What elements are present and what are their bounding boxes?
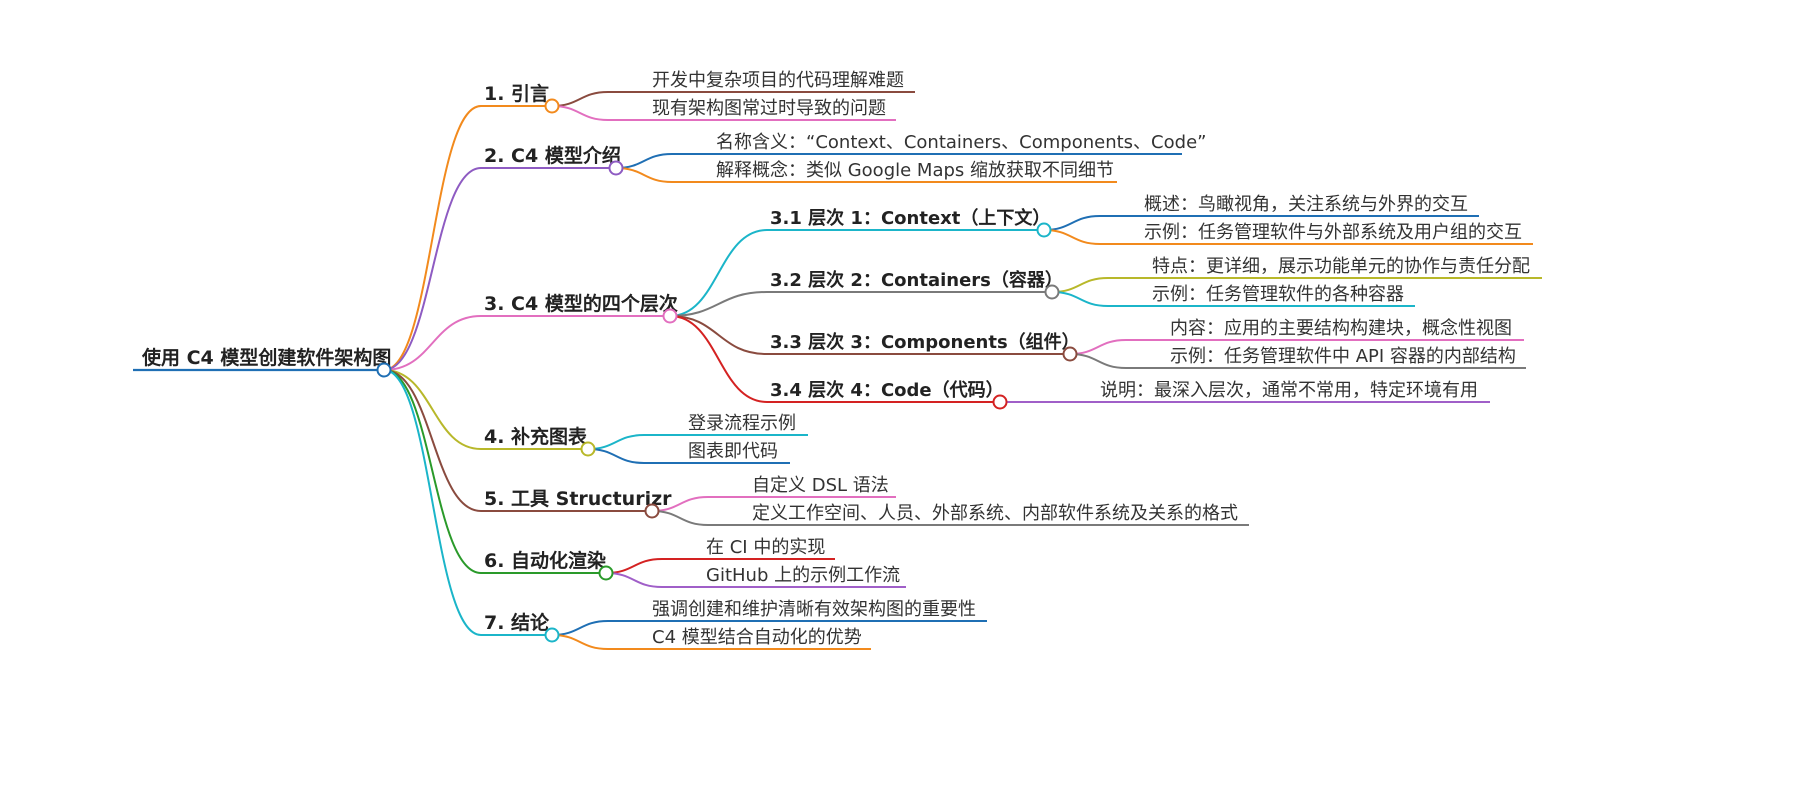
section-5-leaf-2-label: 定义工作空间、人员、外部系统、内部软件系统及关系的格式 [752, 503, 1238, 524]
section-3-sub-4-collapse-toggle[interactable] [992, 394, 1008, 410]
section-4-leaf-1-connector [587, 434, 645, 450]
section-2-leaf-1-connector [615, 153, 673, 169]
section-3-sub-1-leaf-1-connector [1043, 215, 1101, 231]
section-3-sub-1-collapse-toggle[interactable] [1036, 222, 1052, 238]
section-7-leaf-2-connector [551, 634, 609, 650]
section-3-sub-1-leaf-2-label: 示例：任务管理软件与外部系统及用户组的交互 [1144, 222, 1522, 243]
section-3-sub-3-label: 3.3 层次 3：Components（组件） [770, 331, 1080, 353]
section-1-connector [383, 105, 482, 371]
section-6-connector [383, 369, 482, 574]
root-collapse-toggle[interactable] [376, 362, 392, 378]
section-1-label: 1. 引言 [484, 82, 549, 105]
section-6-label: 6. 自动化渲染 [484, 549, 606, 572]
root-node-label: 使用 C4 模型创建软件架构图 [141, 346, 391, 369]
section-3-sub-2-leaf-2-label: 示例：任务管理软件的各种容器 [1152, 284, 1404, 305]
mind-map-edges [133, 91, 1542, 650]
section-3-sub-1-leaf-2-connector [1043, 229, 1101, 245]
section-1-leaf-2-connector [551, 105, 609, 121]
section-6-leaf-1-label: 在 CI 中的实现 [706, 537, 825, 558]
section-7-label: 7. 结论 [484, 611, 550, 634]
section-2-leaf-2-label: 解释概念：类似 Google Maps 缩放获取不同细节 [716, 159, 1114, 181]
section-3-sub-4-leaf-1-label: 说明：最深入层次，通常不常用，特定环境有用 [1100, 380, 1478, 401]
section-3-sub-1-connector [669, 229, 768, 317]
mind-map-nodes: 使用 C4 模型创建软件架构图 1. 引言 开发中复杂项目的代码理解难题现有架构图常… [141, 70, 1530, 648]
section-4-leaf-2-connector [587, 448, 645, 464]
section-3-sub-3-connector [669, 315, 768, 355]
section-2-label: 2. C4 模型介绍 [484, 144, 621, 167]
section-5-connector [383, 369, 482, 512]
section-2-leaf-1-label: 名称含义：“Context、Containers、Components、Code… [716, 132, 1206, 153]
section-3-connector [383, 315, 482, 371]
section-7-collapse-toggle[interactable] [544, 627, 560, 643]
section-3-sub-3-leaf-1-label: 内容：应用的主要结构构建块，概念性视图 [1170, 317, 1512, 339]
section-5-collapse-toggle[interactable] [644, 503, 660, 519]
section-4-collapse-toggle[interactable] [580, 441, 596, 457]
section-3-sub-3-leaf-2-connector [1069, 353, 1127, 369]
section-3-sub-2-leaf-1-label: 特点：更详细，展示功能单元的协作与责任分配 [1152, 256, 1530, 277]
section-3-sub-4-connector [669, 315, 768, 403]
section-2-leaf-2-connector [615, 167, 673, 183]
section-3-collapse-toggle[interactable] [662, 308, 678, 324]
section-7-leaf-1-connector [551, 620, 609, 636]
section-4-label: 4. 补充图表 [484, 425, 588, 448]
section-4-connector [383, 369, 482, 450]
section-3-sub-2-label: 3.2 层次 2：Containers（容器） [770, 269, 1063, 291]
section-3-label: 3. C4 模型的四个层次 [484, 292, 678, 315]
section-3-sub-1-label: 3.1 层次 1：Context（上下文） [770, 207, 1050, 229]
section-5-leaf-1-label: 自定义 DSL 语法 [752, 475, 889, 496]
section-6-leaf-2-label: GitHub 上的示例工作流 [706, 565, 900, 586]
section-4-leaf-2-label: 图表即代码 [688, 441, 778, 462]
section-1-leaf-1-label: 开发中复杂项目的代码理解难题 [652, 70, 904, 91]
section-1-collapse-toggle[interactable] [544, 98, 560, 114]
section-3-sub-3-leaf-2-label: 示例：任务管理软件中 API 容器的内部结构 [1170, 346, 1516, 367]
section-3-sub-3-collapse-toggle[interactable] [1062, 346, 1078, 362]
section-5-leaf-2-connector [651, 510, 709, 526]
section-7-leaf-2-label: C4 模型结合自动化的优势 [652, 627, 862, 648]
section-6-collapse-toggle[interactable] [598, 565, 614, 581]
section-1-leaf-2-label: 现有架构图常过时导致的问题 [652, 98, 886, 119]
section-7-connector [383, 369, 482, 636]
section-3-sub-1-leaf-1-label: 概述：鸟瞰视角，关注系统与外界的交互 [1144, 194, 1468, 215]
section-3-sub-2-collapse-toggle[interactable] [1044, 284, 1060, 300]
section-2-connector [383, 167, 482, 371]
section-3-sub-2-connector [669, 291, 768, 317]
section-6-leaf-1-connector [605, 558, 663, 574]
section-2-collapse-toggle[interactable] [608, 160, 624, 176]
section-6-leaf-2-connector [605, 572, 663, 588]
section-5-label: 5. 工具 Structurizr [484, 488, 672, 510]
section-3-sub-4-label: 3.4 层次 4：Code（代码） [770, 379, 1004, 401]
section-7-leaf-1-label: 强调创建和维护清晰有效架构图的重要性 [652, 599, 976, 620]
section-3-sub-2-leaf-2-connector [1051, 291, 1109, 307]
section-1-leaf-1-connector [551, 91, 609, 107]
section-4-leaf-1-label: 登录流程示例 [688, 413, 796, 434]
